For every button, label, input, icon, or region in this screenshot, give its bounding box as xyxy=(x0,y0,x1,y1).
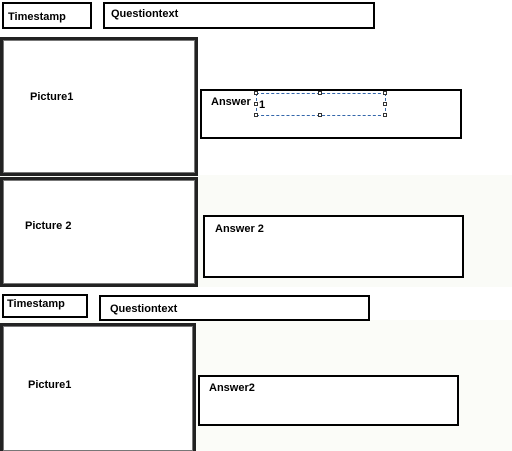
resize-handle-se[interactable] xyxy=(383,113,387,117)
timestamp-label: Timestamp xyxy=(8,11,66,23)
resize-handle-w[interactable] xyxy=(254,102,258,106)
picture-box-3[interactable]: Picture1 xyxy=(0,323,196,451)
answer-label: Answer xyxy=(211,96,251,108)
question-text-label-2: Questiontext xyxy=(110,303,178,315)
timestamp-box-2[interactable]: Timestamp xyxy=(2,294,88,318)
picture-label: Picture1 xyxy=(30,91,74,103)
picture-label-3: Picture1 xyxy=(28,379,72,391)
answer-2-box[interactable]: Answer 2 xyxy=(203,215,464,278)
answer-label-3: Answer2 xyxy=(209,382,255,394)
timestamp-box[interactable]: Timestamp xyxy=(2,2,92,29)
resize-handle-e[interactable] xyxy=(383,102,387,106)
resize-handle-sw[interactable] xyxy=(254,113,258,117)
timestamp-label-2: Timestamp xyxy=(7,298,65,310)
answer-box-3[interactable]: Answer2 xyxy=(198,375,459,426)
resize-handle-nw[interactable] xyxy=(254,91,258,95)
picture-2-box[interactable]: Picture 2 xyxy=(0,177,198,287)
answer-box[interactable]: Answer xyxy=(200,89,462,139)
answer-2-label: Answer 2 xyxy=(215,223,264,235)
resize-handle-ne[interactable] xyxy=(383,91,387,95)
resize-handle-s[interactable] xyxy=(318,113,322,117)
answer-input-value: 1 xyxy=(259,99,266,111)
question-text-box-2[interactable]: Questiontext xyxy=(99,295,370,321)
question-text-box[interactable]: Questiontext xyxy=(103,2,375,29)
resize-handle-n[interactable] xyxy=(318,91,322,95)
question-text-label: Questiontext xyxy=(111,8,179,20)
picture-2-label: Picture 2 xyxy=(25,220,72,232)
picture-box[interactable]: Picture1 xyxy=(0,37,198,176)
